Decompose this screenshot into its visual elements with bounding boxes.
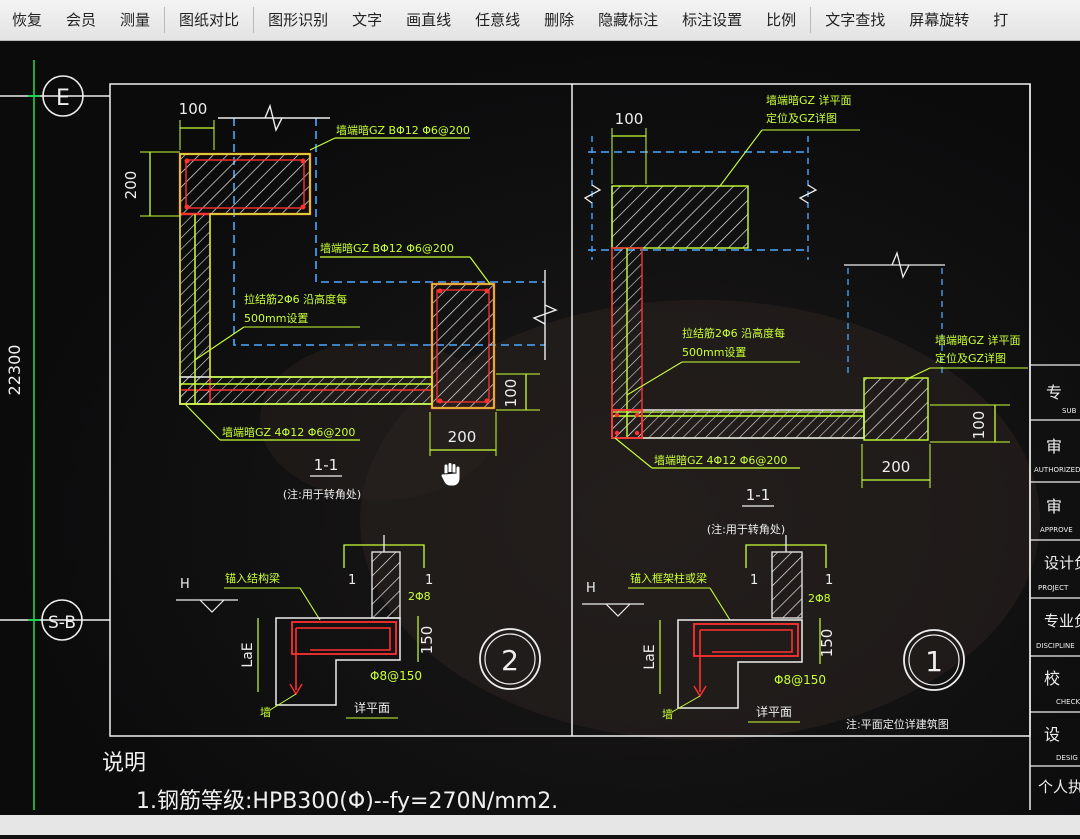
toolbar-delete[interactable]: 删除 bbox=[544, 11, 575, 29]
left-section-title: 1-1 bbox=[314, 456, 339, 474]
left-dim-200-v: 200 bbox=[122, 171, 140, 200]
notes-title: 说明 bbox=[102, 751, 146, 776]
toolbar-divider bbox=[164, 7, 166, 33]
right-section-title: 1-1 bbox=[746, 486, 771, 504]
bottom-status-strip bbox=[0, 815, 1080, 835]
right-note-gz-4: 定位及GZ详图 bbox=[935, 351, 1006, 365]
left-dim-200-h: 200 bbox=[448, 428, 477, 446]
right-note-gz-bottom: 墙端暗GZ 4Φ12 Φ6@200 bbox=[654, 453, 787, 467]
tb-en-0: SUB bbox=[1062, 407, 1077, 415]
toolbar-dimension-settings[interactable]: 标注设置 bbox=[682, 11, 743, 29]
d2-stirrup: Φ8@150 bbox=[370, 669, 422, 683]
toolbar-restore[interactable]: 恢复 bbox=[12, 11, 43, 29]
d2-plan: 详平面 bbox=[354, 700, 390, 715]
d1-mark-2: 1 bbox=[825, 573, 833, 588]
left-note-gz-4: 墙端暗GZ 4Φ12 Φ6@200 bbox=[222, 425, 355, 439]
d2-h-label: H bbox=[180, 577, 190, 592]
tb-row-6: 设 bbox=[1044, 725, 1060, 744]
axis-bubble-sb bbox=[41, 599, 83, 641]
d2-dim-150: 150 bbox=[418, 626, 436, 655]
right-section-detail: 100 墙端暗GZ 详平面 定位及GZ详图 拉结筋2Φ6 沿高度每 500mm设… bbox=[583, 93, 1028, 536]
left-note-gz-b2: 墙端暗GZ BΦ12 Φ6@200 bbox=[320, 241, 454, 255]
notes-item-1: 1.钢筋等级:HPB300(Φ)--fy=270N/mm2. bbox=[136, 789, 558, 814]
tb-row-1: 审 bbox=[1046, 437, 1062, 456]
toolbar-measure[interactable]: 测量 bbox=[120, 11, 151, 29]
detail-2: 1 1 H 锚入结构梁 2Φ8 150 LaE Φ8@150 墙 详平面 2 bbox=[176, 535, 541, 719]
toolbar-membership[interactable]: 会员 bbox=[66, 11, 97, 29]
axis-bubble-e bbox=[42, 75, 84, 117]
left-section-detail: 100 200 墙端暗GZ BΦ12 Φ6@200 墙端暗GZ BΦ12 Φ6@… bbox=[122, 100, 558, 501]
tb-en-6: DESIG bbox=[1056, 754, 1078, 762]
d1-stirrup: Φ8@150 bbox=[774, 673, 826, 687]
toolbar: 恢复 会员 测量 图纸对比 图形识别 文字 画直线 任意线 删除 隐藏标注 标注… bbox=[0, 0, 1080, 41]
detail-1: 1 1 H 锚入框架柱或梁 2Φ8 150 LaE Φ8@150 墙 详平面 1… bbox=[582, 535, 965, 731]
toolbar-rotate-screen[interactable]: 屏幕旋转 bbox=[909, 11, 970, 29]
toolbar-text[interactable]: 文字 bbox=[352, 11, 383, 29]
hand-cursor-icon bbox=[440, 462, 461, 487]
toolbar-freeform-line[interactable]: 任意线 bbox=[475, 11, 521, 29]
d2-anchor-note: 锚入结构梁 bbox=[225, 571, 280, 585]
d1-footnote: 注:平面定位详建筑图 bbox=[846, 717, 949, 731]
right-note-gz-2: 定位及GZ详图 bbox=[766, 111, 837, 125]
right-note-tie-1: 拉结筋2Φ6 沿高度每 bbox=[682, 326, 785, 340]
left-note-tie-2: 500mm设置 bbox=[244, 312, 308, 325]
drawing-canvas[interactable]: E S-B 22300 bbox=[0, 41, 1080, 835]
right-note-gz-3: 墙端暗GZ 详平面 bbox=[935, 333, 1021, 347]
right-section-note: (注:用于转角处) bbox=[707, 522, 785, 536]
d1-h-label: H bbox=[586, 581, 596, 596]
dimension-vertical-label: 22300 bbox=[5, 345, 24, 396]
d1-mark-1: 1 bbox=[750, 573, 758, 588]
right-dim-200-h: 200 bbox=[882, 458, 911, 476]
tb-en-5: CHECK bbox=[1056, 698, 1080, 706]
tb-en-3: PROJECT bbox=[1038, 584, 1069, 592]
axis-label-e: E bbox=[56, 86, 70, 111]
toolbar-scale[interactable]: 比例 bbox=[766, 11, 797, 29]
toolbar-print[interactable]: 打 bbox=[993, 11, 1009, 29]
d2-beam: 墙 bbox=[260, 705, 271, 719]
left-section-note: (注:用于转角处) bbox=[283, 487, 361, 501]
left-note-tie-1: 拉结筋2Φ6 沿高度每 bbox=[244, 292, 347, 306]
d2-rebar: 2Φ8 bbox=[408, 590, 431, 603]
right-note-gz-1: 墙端暗GZ 详平面 bbox=[766, 93, 852, 107]
tb-row-2: 审 bbox=[1046, 497, 1062, 516]
toolbar-divider bbox=[810, 7, 812, 33]
toolbar-text-search[interactable]: 文字查找 bbox=[825, 11, 886, 29]
title-block: 专 SUB 审 AUTHORIZED 审 APPROVE 设计负 PROJECT… bbox=[1029, 84, 1080, 810]
tb-row-0: 专 bbox=[1046, 383, 1062, 402]
d2-mark-2: 1 bbox=[425, 573, 433, 588]
d2-mark-1: 1 bbox=[348, 573, 356, 588]
d1-lae: LaE bbox=[642, 644, 658, 669]
d2-circle-number: 2 bbox=[501, 644, 519, 677]
axis-label-sb: S-B bbox=[48, 613, 76, 633]
d1-beam: 墙 bbox=[662, 707, 673, 721]
toolbar-hide-dimensions[interactable]: 隐藏标注 bbox=[598, 11, 659, 29]
left-dim-100: 100 bbox=[179, 100, 208, 118]
toolbar-compare-drawings[interactable]: 图纸对比 bbox=[179, 11, 240, 29]
d1-rebar: 2Φ8 bbox=[808, 592, 831, 605]
toolbar-draw-line[interactable]: 画直线 bbox=[406, 11, 452, 29]
d1-anchor-note: 锚入框架柱或梁 bbox=[630, 571, 707, 585]
tb-row-3: 设计负 bbox=[1044, 554, 1080, 572]
tb-row-4: 专业负 bbox=[1044, 612, 1080, 630]
left-note-gz-b: 墙端暗GZ BΦ12 Φ6@200 bbox=[336, 123, 470, 137]
left-dim-100-v: 100 bbox=[502, 379, 520, 408]
tb-en-1: AUTHORIZED bbox=[1034, 466, 1080, 474]
right-dim-100-v: 100 bbox=[970, 411, 988, 440]
d1-circle-number: 1 bbox=[925, 645, 943, 678]
tb-en-4: DISCIPLINE bbox=[1036, 642, 1075, 650]
toolbar-divider bbox=[253, 7, 255, 33]
toolbar-shape-recognition[interactable]: 图形识别 bbox=[268, 11, 329, 29]
d1-plan: 详平面 bbox=[756, 704, 792, 719]
tb-row-7: 个人执 bbox=[1038, 778, 1080, 796]
right-note-tie-2: 500mm设置 bbox=[682, 346, 746, 359]
d1-dim-150: 150 bbox=[818, 629, 836, 658]
d2-lae: LaE bbox=[240, 642, 256, 667]
tb-row-5: 校 bbox=[1044, 669, 1060, 688]
tb-en-2: APPROVE bbox=[1040, 526, 1073, 534]
right-dim-100: 100 bbox=[615, 110, 644, 128]
